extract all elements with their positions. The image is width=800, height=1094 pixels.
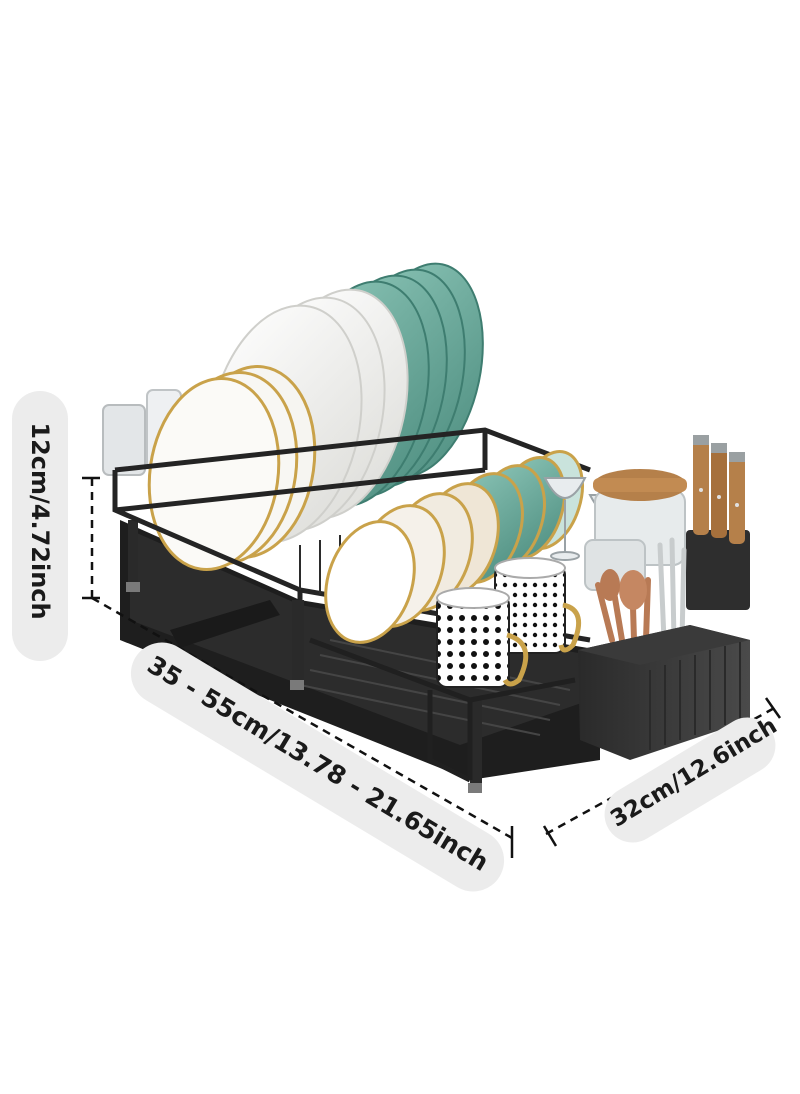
knife-block [686, 435, 750, 610]
rack-front-frame [309, 637, 576, 783]
bowls [324, 450, 584, 644]
large-plates [147, 262, 484, 571]
height-dimension-label: 12cm/4.72inch [26, 422, 54, 620]
polka-dot-mugs [436, 557, 582, 688]
utensil-caddy [578, 537, 750, 760]
rack-legs [126, 520, 482, 793]
